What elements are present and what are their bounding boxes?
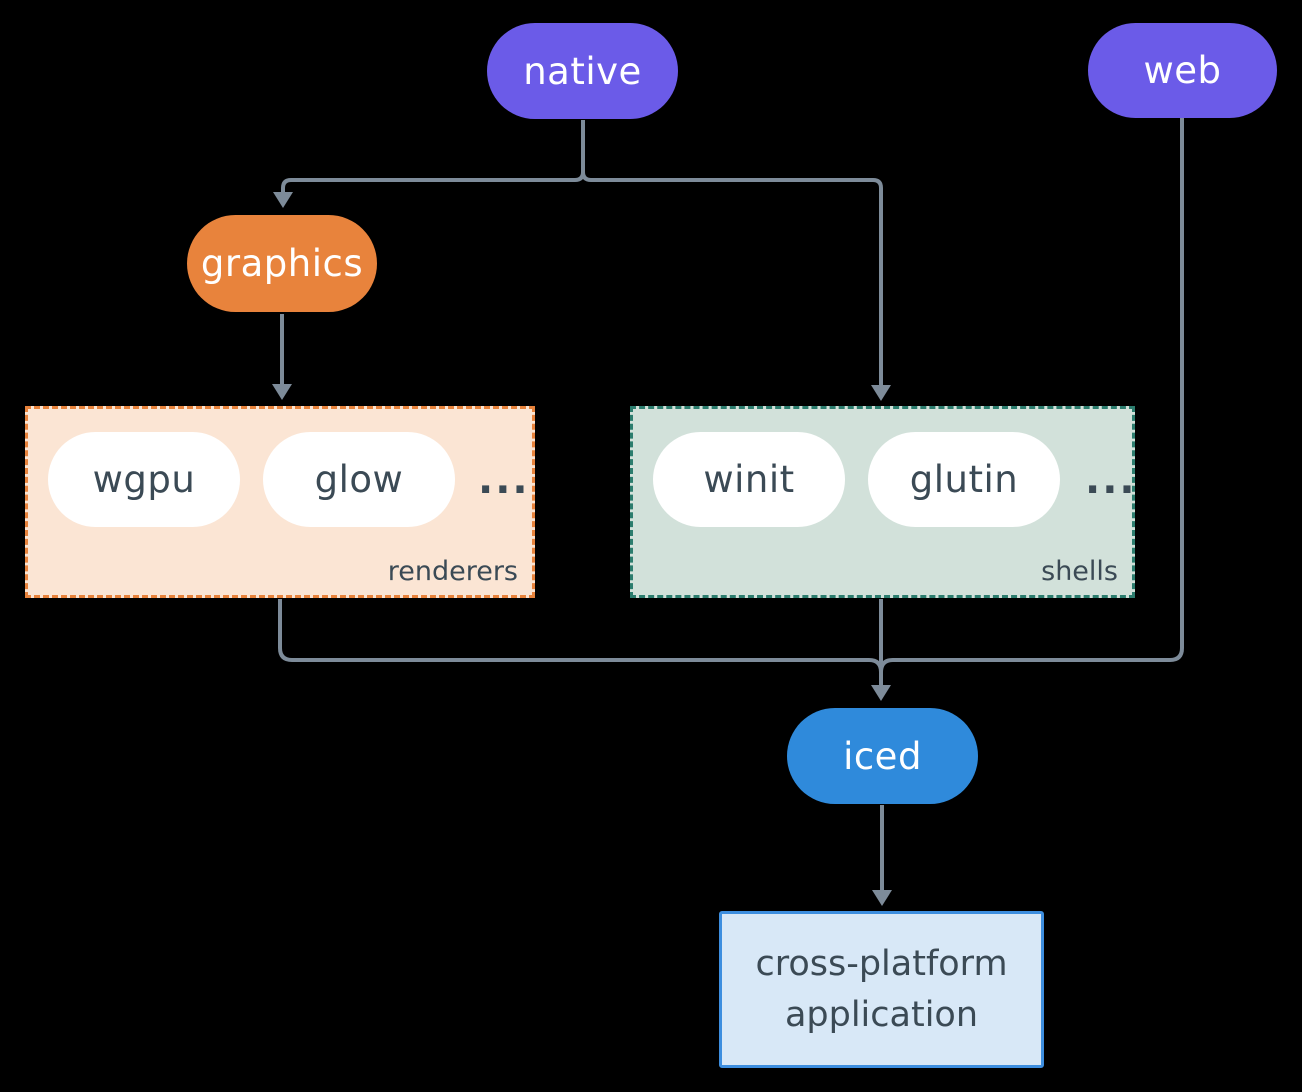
node-graphics-label: graphics: [200, 242, 364, 285]
arrowhead-renderers-icon: [272, 384, 292, 400]
node-iced-label: iced: [843, 734, 922, 778]
arrowhead-iced-icon: [871, 685, 891, 701]
cross-platform-application-box: cross-platform application: [719, 911, 1044, 1068]
node-native: native: [487, 23, 678, 119]
node-winit-label: winit: [703, 458, 795, 501]
node-web-label: web: [1143, 49, 1222, 92]
node-glutin-label: glutin: [909, 458, 1019, 501]
app-label-line2: application: [784, 994, 979, 1035]
group-renderers-label: renderers: [387, 556, 518, 587]
node-graphics: graphics: [187, 215, 377, 312]
arrowhead-graphics-icon: [273, 192, 293, 208]
edge-renderers-iced: [278, 599, 883, 673]
node-wgpu: wgpu: [48, 432, 240, 527]
shells-ellipsis: ...: [1085, 456, 1137, 503]
node-web: web: [1088, 23, 1277, 118]
arrowhead-shells-icon: [871, 385, 891, 401]
node-winit: winit: [653, 432, 845, 527]
group-renderers: wgpu glow ... renderers: [25, 406, 535, 598]
group-shells: winit glutin ... shells: [630, 406, 1135, 598]
renderers-ellipsis: ...: [478, 456, 530, 503]
arrowhead-app-icon: [872, 890, 892, 906]
edge-native-graphics: [281, 120, 585, 193]
edge-native-shells: [581, 120, 883, 386]
group-shells-label: shells: [1041, 556, 1118, 587]
node-native-label: native: [523, 49, 642, 93]
node-iced: iced: [787, 708, 978, 804]
node-glow-label: glow: [314, 458, 404, 501]
node-wgpu-label: wgpu: [92, 458, 196, 501]
node-glow: glow: [263, 432, 455, 527]
app-label-line1: cross-platform: [755, 943, 1008, 984]
node-glutin: glutin: [868, 432, 1060, 527]
